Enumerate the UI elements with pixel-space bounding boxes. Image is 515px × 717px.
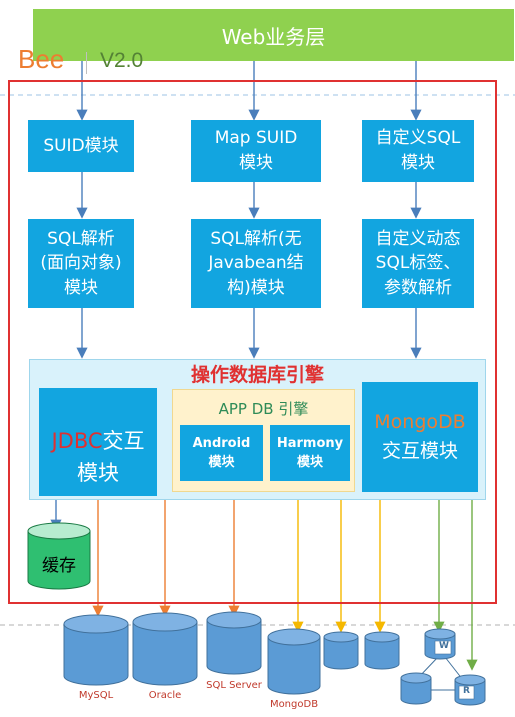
mongodb-cylinder — [267, 628, 321, 695]
custom-dynamic-label: 自定义动态 SQL标签、 参数解析 — [375, 228, 461, 298]
cache-cylinder — [27, 522, 91, 590]
jdbc-label-rest: 交互 模块 — [76, 429, 145, 485]
mongodb-label: MongoDB — [269, 699, 319, 710]
harmony-module-label: Harmony 模块 — [276, 435, 344, 471]
map-suid-module: Map SUID 模块 — [191, 120, 321, 182]
mysql-label: MySQL — [78, 690, 114, 701]
brand-name: Bee — [18, 44, 65, 74]
brand-separator — [86, 52, 87, 74]
db-engine-title: 操作数据库引擎 — [190, 364, 324, 386]
cluster-node-r-label: R — [463, 686, 470, 696]
custom-dynamic-sql-module: 自定义动态 SQL标签、 参数解析 — [362, 219, 474, 308]
cluster-node-left — [400, 672, 432, 705]
custom-sql-module-label: 自定义SQL 模块 — [375, 128, 461, 173]
oracle-cylinder — [132, 612, 198, 686]
mongodb-label-prefix: MongoDB — [374, 410, 466, 433]
small-db-1 — [323, 631, 359, 670]
bee-framework-boundary — [8, 80, 497, 604]
app-db-title: APP DB 引擎 — [218, 400, 309, 418]
sqlserver-label: SQL Server — [206, 680, 262, 691]
version-label: V2.0 — [100, 49, 144, 72]
web-business-layer: Web业务层 — [33, 9, 514, 61]
jdbc-label-prefix: JDBC — [51, 429, 103, 454]
android-module-label: Android 模块 — [192, 435, 251, 471]
mongodb-module: MongoDB 交互模块 — [362, 382, 478, 492]
mongodb-label-rest: 交互模块 — [381, 440, 458, 462]
sql-parse-oo-label: SQL解析 (面向对象) 模块 — [40, 228, 122, 298]
suid-module: SUID模块 — [28, 120, 134, 172]
jdbc-module: JDBC交互 模块 — [39, 388, 157, 496]
mysql-cylinder — [63, 614, 129, 686]
harmony-module: Harmony 模块 — [270, 425, 350, 481]
sql-parse-map-module: SQL解析(无 Javabean结 构)模块 — [191, 219, 321, 308]
cluster-node-r — [454, 674, 486, 706]
cluster-node-w-label: W — [439, 641, 449, 651]
sqlserver-cylinder — [206, 611, 262, 675]
small-db-2 — [364, 631, 400, 670]
custom-sql-module: 自定义SQL 模块 — [362, 120, 474, 182]
cache-label: 缓存 — [42, 556, 76, 576]
oracle-label: Oracle — [148, 690, 182, 701]
sql-parse-oo-module: SQL解析 (面向对象) 模块 — [28, 219, 134, 308]
android-module: Android 模块 — [180, 425, 263, 481]
cluster-node-w — [424, 628, 456, 660]
sql-parse-map-label: SQL解析(无 Javabean结 构)模块 — [208, 228, 304, 298]
map-suid-module-label: Map SUID 模块 — [214, 128, 298, 173]
web-layer-label: Web业务层 — [221, 24, 326, 49]
suid-module-label: SUID模块 — [43, 135, 119, 156]
